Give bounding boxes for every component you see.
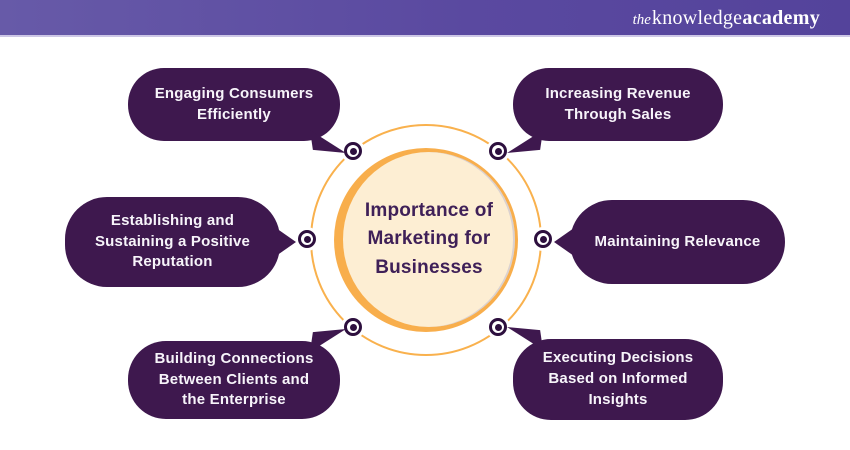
- bubble-positive-reputation: Establishing and Sustaining a Positive R…: [65, 197, 296, 287]
- dot-core-icon: [539, 235, 547, 243]
- dot-core-icon: [349, 323, 357, 331]
- bubble-label: Engaging Consumers Efficiently: [154, 84, 314, 123]
- bubble-tail: [310, 130, 346, 153]
- connector-dot-right: [534, 230, 552, 248]
- dot-core-icon: [494, 323, 502, 331]
- bubble-label: Maintaining Relevance: [594, 232, 761, 250]
- connector-dot-top-left: [344, 142, 362, 160]
- center-circle: Importance of Marketing for Businesses: [334, 148, 518, 332]
- dot-core-icon: [303, 235, 311, 243]
- bubble-label: Executing Decisions Based on Informed In…: [542, 349, 694, 408]
- bubble-tail: [507, 130, 543, 153]
- dot-core-icon: [494, 147, 502, 155]
- connector-dot-top-right: [489, 142, 507, 160]
- diagram-title: Importance of Marketing for Businesses: [364, 199, 494, 278]
- connector-dot-bottom-right: [489, 318, 507, 336]
- bubble-executing-decisions: Executing Decisions Based on Informed In…: [507, 327, 723, 420]
- bubble-tail: [554, 228, 574, 256]
- bubble-label: Increasing Revenue Through Sales: [545, 84, 691, 123]
- bubble-maintaining-relevance: Maintaining Relevance: [554, 200, 785, 284]
- bubble-label: Establishing and Sustaining a Positive R…: [94, 211, 251, 271]
- logo-knowledge: knowledge: [651, 6, 743, 29]
- brand-logo: theknowledgeacademy: [633, 8, 820, 28]
- bubble-tail: [276, 228, 296, 256]
- center-circle-inner: Importance of Marketing for Businesses: [343, 152, 515, 327]
- connector-dot-bottom-left: [344, 318, 362, 336]
- bubble-increasing-revenue: Increasing Revenue Through Sales: [507, 68, 723, 153]
- bubble-label: Building Connections Between Clients and…: [154, 349, 314, 409]
- bubble-engaging-consumers: Engaging Consumers Efficiently: [128, 68, 346, 153]
- bubble-building-connections: Building Connections Between Clients and…: [128, 329, 346, 419]
- header-bar: theknowledgeacademy: [0, 0, 850, 37]
- logo-academy: academy: [742, 6, 820, 29]
- logo-the: the: [632, 11, 651, 28]
- connector-dot-left: [298, 230, 316, 248]
- dot-core-icon: [349, 147, 357, 155]
